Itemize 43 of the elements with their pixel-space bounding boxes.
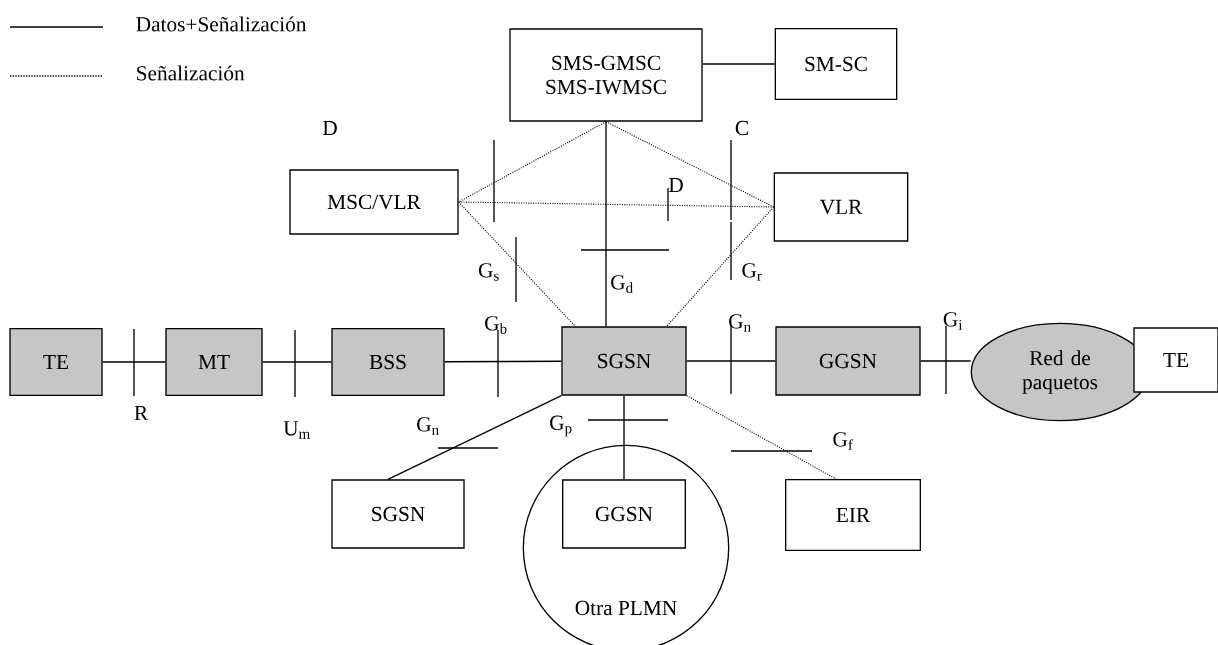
interface-label: G$_{b}$ — [485, 316, 507, 334]
network-box: MSC/VLR — [289, 169, 459, 235]
network-box: EIR — [785, 479, 921, 551]
interface-label: G$_{n}$ — [417, 417, 439, 435]
legend-label: Señalización — [137, 65, 245, 81]
connector-line — [262, 361, 332, 363]
network-box: VLR — [773, 172, 909, 242]
interface-label: C — [735, 120, 748, 136]
network-box: MT — [165, 328, 263, 396]
connector-line — [686, 360, 776, 362]
network-box: SM-SC — [774, 28, 898, 100]
connector-line — [458, 121, 607, 203]
connector-line — [444, 360, 562, 363]
connector-line — [605, 121, 607, 327]
interface-label: G$_{r}$ — [742, 263, 762, 281]
connector-line — [686, 395, 837, 480]
connector-line — [102, 361, 166, 363]
interface-label: G$_{n}$ — [729, 314, 751, 332]
interface-label: D — [322, 121, 337, 135]
connector-line — [920, 360, 972, 362]
network-box: SMS-GMSC SMS-IWMSC — [509, 28, 703, 122]
network-box: SGSN — [561, 326, 687, 396]
network-box: GGSN — [775, 326, 921, 396]
connector-line — [666, 206, 775, 327]
interface-label: R — [134, 406, 149, 420]
interface-label: G$_{p}$ — [550, 415, 572, 437]
connector-line — [458, 201, 576, 327]
legend-label: Datos+Señalización — [136, 16, 307, 32]
connector-line — [623, 395, 625, 480]
network-box: TE — [9, 328, 103, 396]
interface-label: G$_{d}$ — [611, 275, 633, 293]
interface-label: U$_{m}$ — [283, 421, 310, 439]
connector-line — [458, 201, 775, 208]
connector-line — [702, 63, 776, 65]
interface-label: G$_{f}$ — [833, 432, 853, 450]
network-box: SGSN — [331, 479, 465, 549]
connector-line — [387, 395, 562, 480]
interface-label: G$_{s}$ — [478, 263, 499, 281]
network-box: TE — [1133, 327, 1218, 393]
interface-label: D — [668, 178, 683, 192]
network-box: BSS — [331, 328, 445, 396]
network-box: GGSN — [562, 479, 686, 549]
interface-label: G$_{i}$ — [943, 312, 963, 330]
